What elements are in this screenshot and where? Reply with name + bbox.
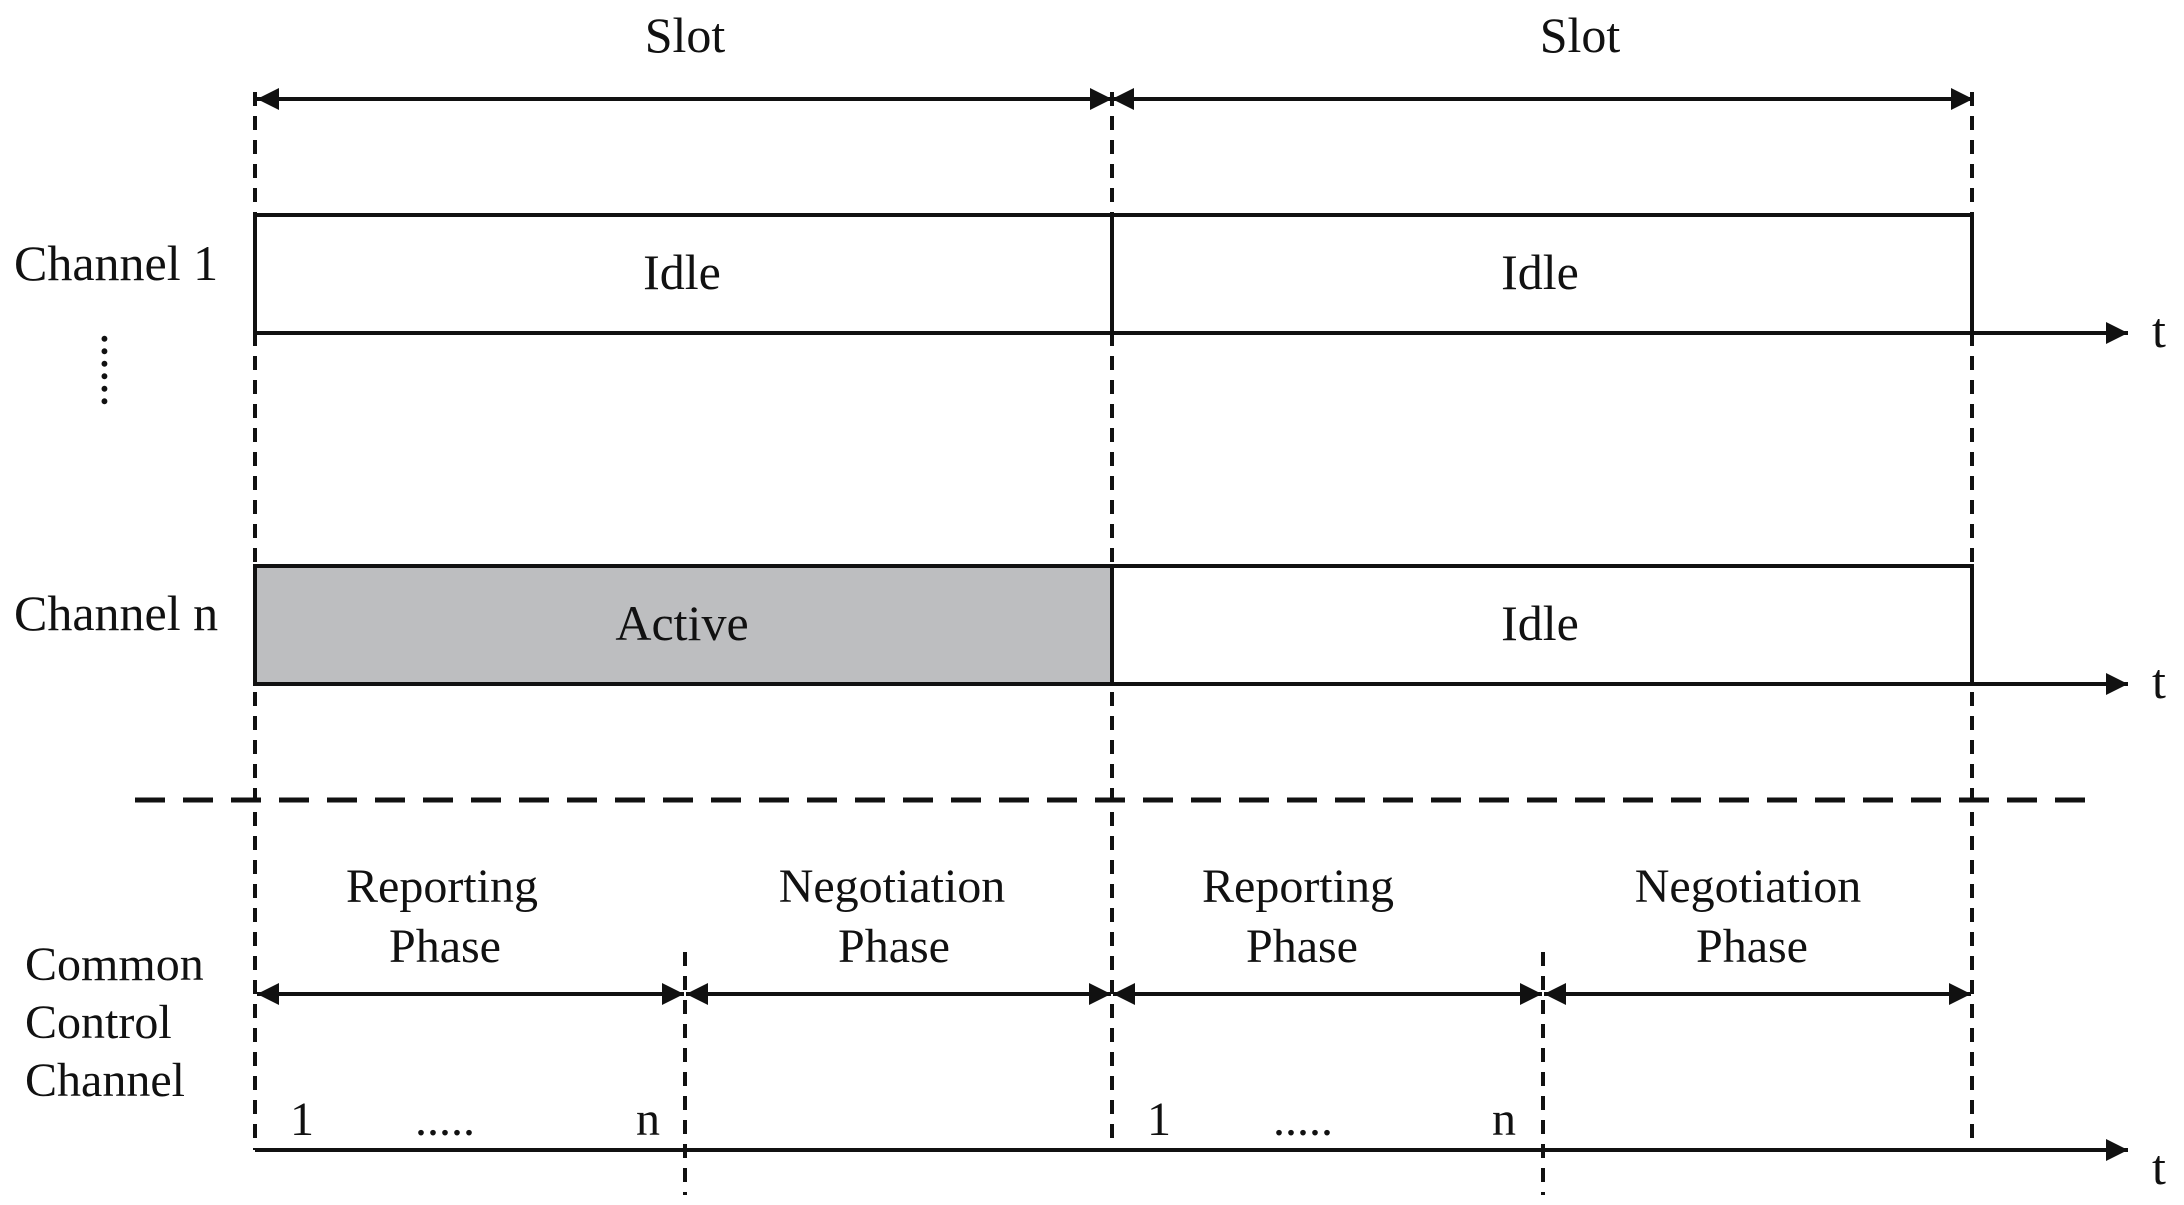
negotiation-phase-1-line-1: Negotiation (779, 860, 1006, 913)
control-channel-label-line-3: Channel (25, 1054, 185, 1107)
reporting-1-index-dots: ..... (415, 1093, 475, 1146)
reporting-2-index-dots: ..... (1273, 1093, 1333, 1146)
channel-1-slot-1-state: Idle (643, 244, 721, 300)
channel-ellipsis: ...... (91, 333, 147, 408)
channel-1-slot-2-state: Idle (1501, 244, 1579, 300)
reporting-phase-1-line-1: Reporting (346, 860, 538, 913)
channel-1-label: Channel 1 (14, 235, 218, 291)
reporting-1-index-first: 1 (290, 1093, 314, 1146)
control-channel-label-line-2: Control (25, 996, 172, 1049)
slot-label-2: Slot (1540, 7, 1621, 63)
reporting-phase-1-line-2: Phase (389, 920, 501, 973)
reporting-1-index-last: n (636, 1093, 660, 1146)
negotiation-phase-2-line-1: Negotiation (1635, 860, 1862, 913)
slot-label-1: Slot (645, 7, 726, 63)
channel-1-slot-2-box (1110, 213, 1974, 335)
reporting-2-index-first: 1 (1147, 1093, 1171, 1146)
channel-n-slot-1-state: Active (615, 595, 748, 651)
reporting-2-index-last: n (1492, 1093, 1516, 1146)
channel-n-slot-2-state: Idle (1501, 595, 1579, 651)
control-channel-axis-label: t (2152, 1139, 2166, 1195)
reporting-phase-2-line-1: Reporting (1202, 860, 1394, 913)
channel-n-axis-label: t (2152, 653, 2166, 709)
negotiation-phase-2-line-2: Phase (1696, 920, 1808, 973)
channel-1-slot-1-box (253, 213, 1114, 335)
reporting-phase-2-line-2: Phase (1246, 920, 1358, 973)
channel-n-label: Channel n (14, 585, 218, 641)
channel-n-slot-1-box (253, 564, 1114, 686)
control-channel-label-line-1: Common (25, 938, 204, 991)
negotiation-phase-1-line-2: Phase (838, 920, 950, 973)
channel-n-slot-2-box (1110, 564, 1974, 686)
channel-1-axis-label: t (2152, 302, 2166, 358)
